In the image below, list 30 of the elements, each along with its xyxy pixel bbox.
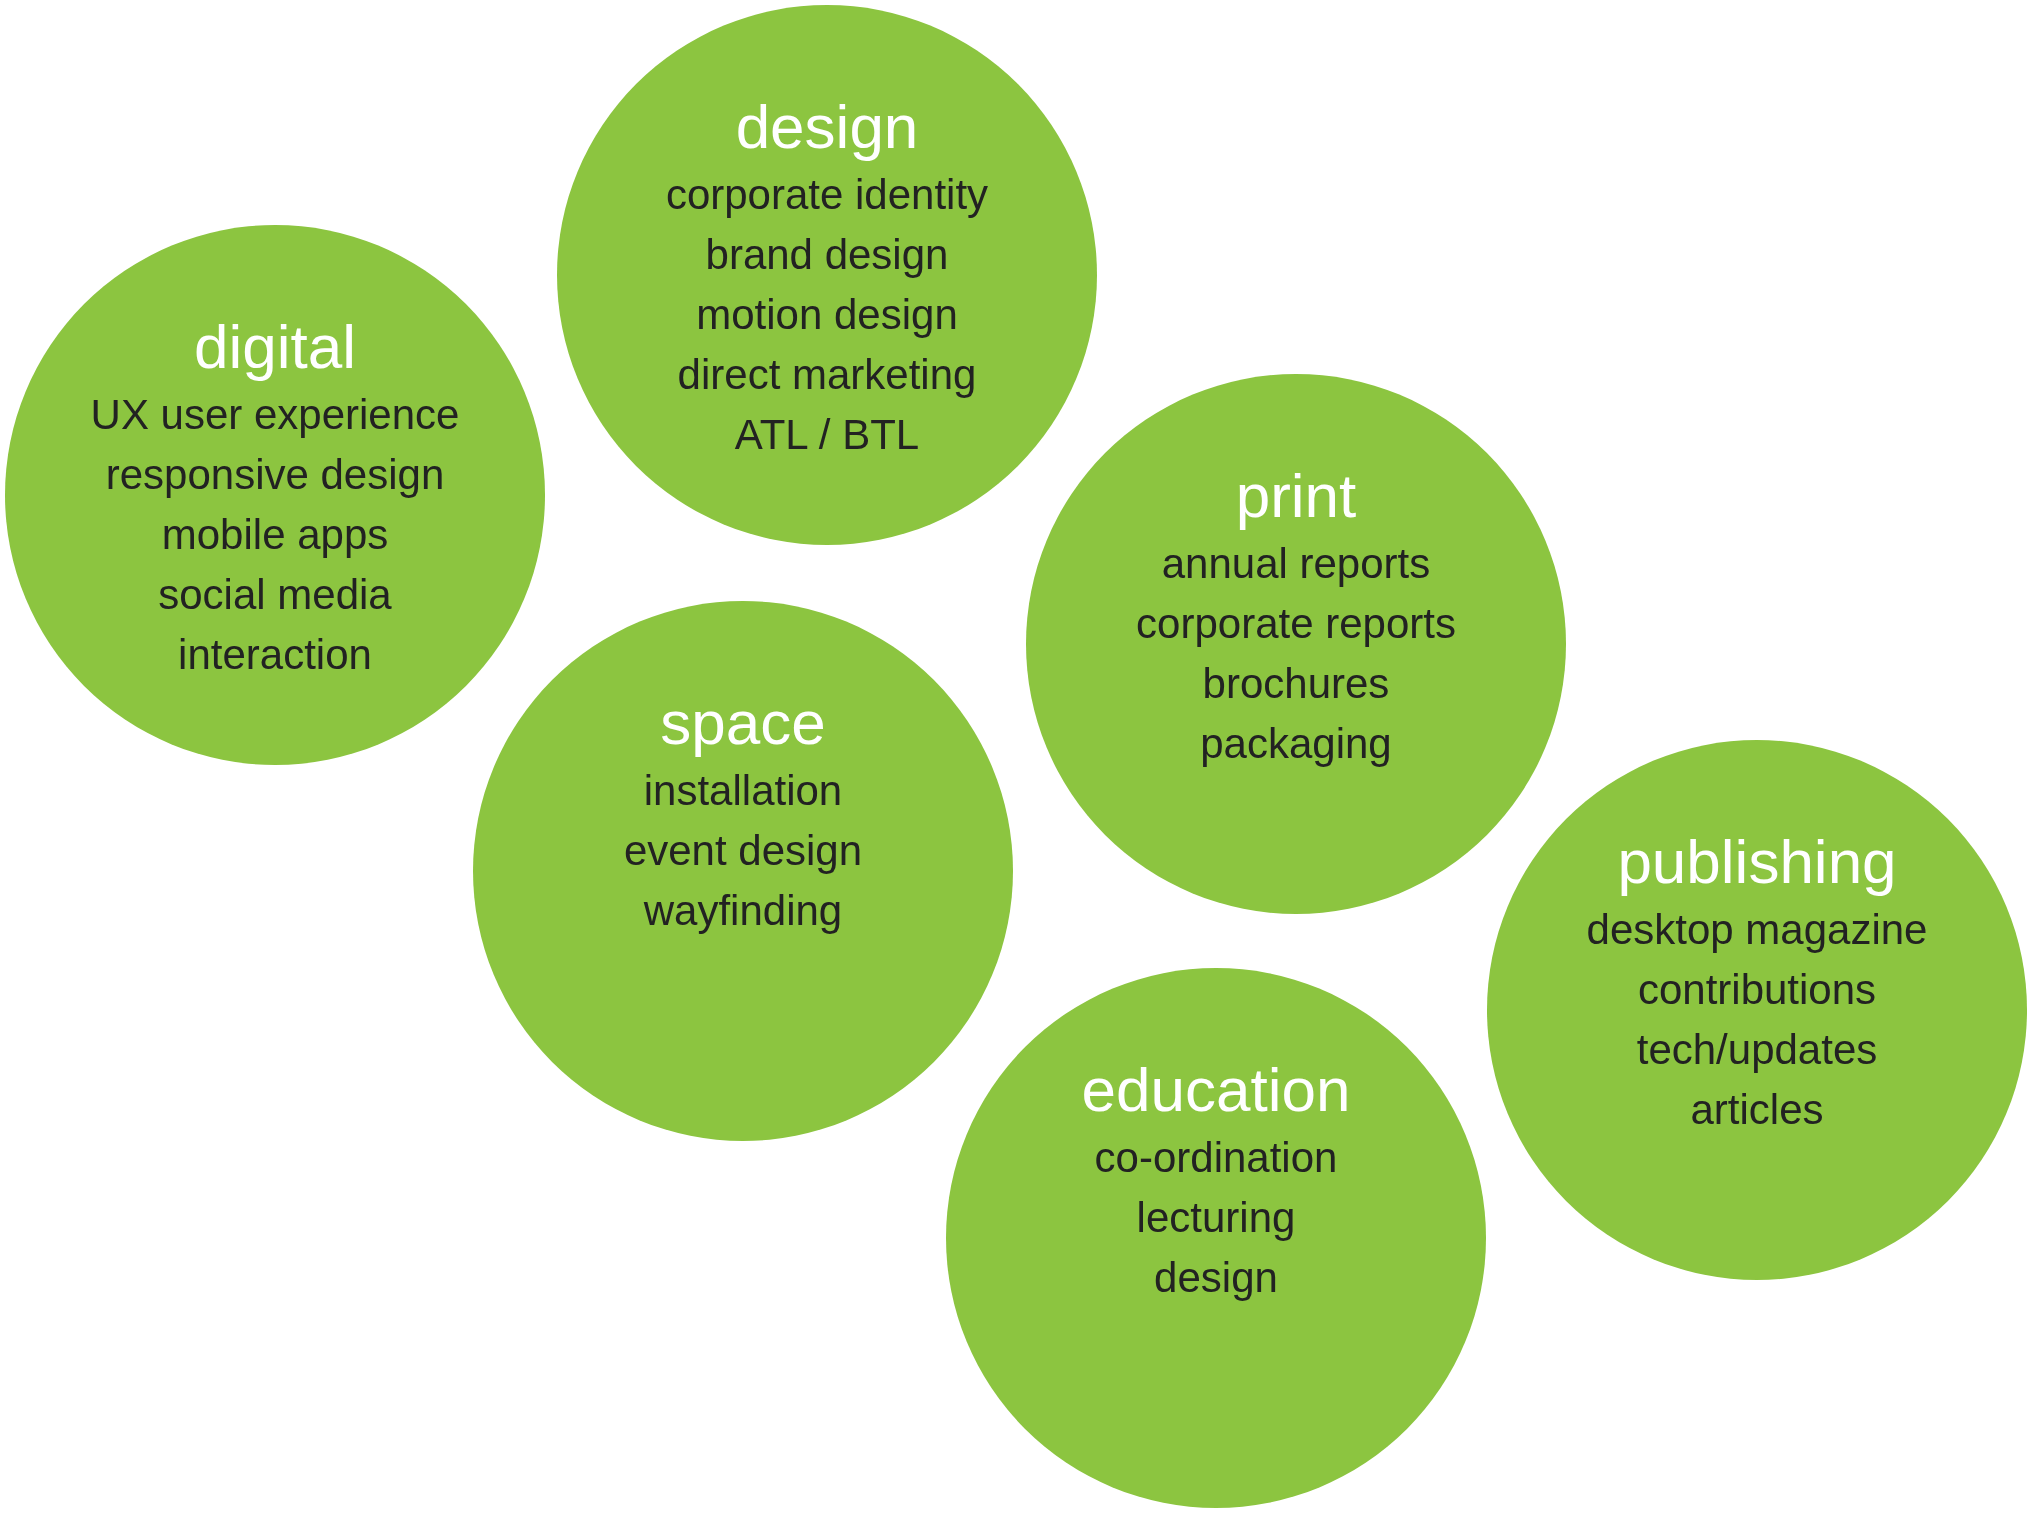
service-item: articles	[1690, 1085, 1824, 1135]
service-item: interaction	[178, 630, 372, 680]
service-item: desktop magazine	[1586, 905, 1928, 955]
service-item: design	[1154, 1253, 1278, 1303]
category-heading: publishing	[1617, 826, 1897, 898]
category-heading: education	[1081, 1054, 1351, 1126]
category-heading: digital	[194, 311, 356, 383]
service-item: tech/updates	[1636, 1025, 1878, 1075]
service-item: brand design	[705, 230, 949, 280]
category-heading: design	[735, 91, 919, 163]
service-item: UX user experience	[90, 390, 460, 440]
service-item: annual reports	[1161, 539, 1431, 589]
service-item: co-ordination	[1094, 1133, 1338, 1183]
service-item: direct marketing	[677, 350, 977, 400]
service-item: responsive design	[105, 450, 445, 500]
service-item: social media	[158, 570, 392, 620]
service-item: packaging	[1200, 719, 1392, 769]
category-heading: print	[1235, 460, 1357, 532]
service-item: ATL / BTL	[734, 410, 920, 460]
service-item: installation	[643, 766, 843, 816]
service-item: brochures	[1202, 659, 1390, 709]
service-item: corporate identity	[665, 170, 989, 220]
service-item: event design	[623, 826, 863, 876]
category-heading: space	[660, 687, 826, 759]
service-item: motion design	[696, 290, 958, 340]
service-item: lecturing	[1136, 1193, 1296, 1243]
service-item: mobile apps	[161, 510, 389, 560]
service-item: wayfinding	[643, 886, 843, 936]
service-item: corporate reports	[1136, 599, 1456, 649]
service-item: contributions	[1637, 965, 1877, 1015]
